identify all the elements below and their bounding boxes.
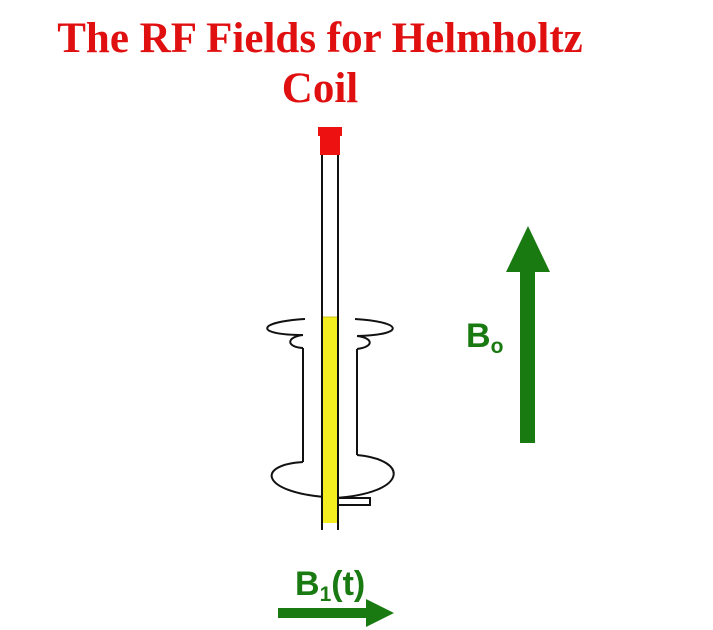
b1-label: B1(t) [295,565,366,605]
b1-label-suffix: (t) [331,565,366,603]
diagram-title: The RF Fields for Helmholtz Coil [0,14,640,114]
title-line-2: Coil [281,65,359,112]
title-line-1: The RF Fields for Helmholtz [57,15,583,62]
coil-bottom-lead [330,497,371,506]
b0-label: Bo [466,317,503,357]
coil-top-loop-back [289,334,304,349]
sample-liquid [323,317,337,523]
helmholtz-coil [266,318,395,506]
b0-arrow [506,226,550,443]
b1-arrow [278,599,394,627]
nmr-tube [321,155,339,530]
tube-cap-rim [318,127,342,136]
coil-bottom-loop [270,454,395,499]
b0-label-sub: o [490,335,504,358]
coil-top-loop [266,318,394,337]
b1-label-main: B [295,565,320,603]
b1-label-sub: 1 [319,583,332,606]
b0-label-main: B [466,317,491,355]
coil-top-loop-front [356,335,371,350]
